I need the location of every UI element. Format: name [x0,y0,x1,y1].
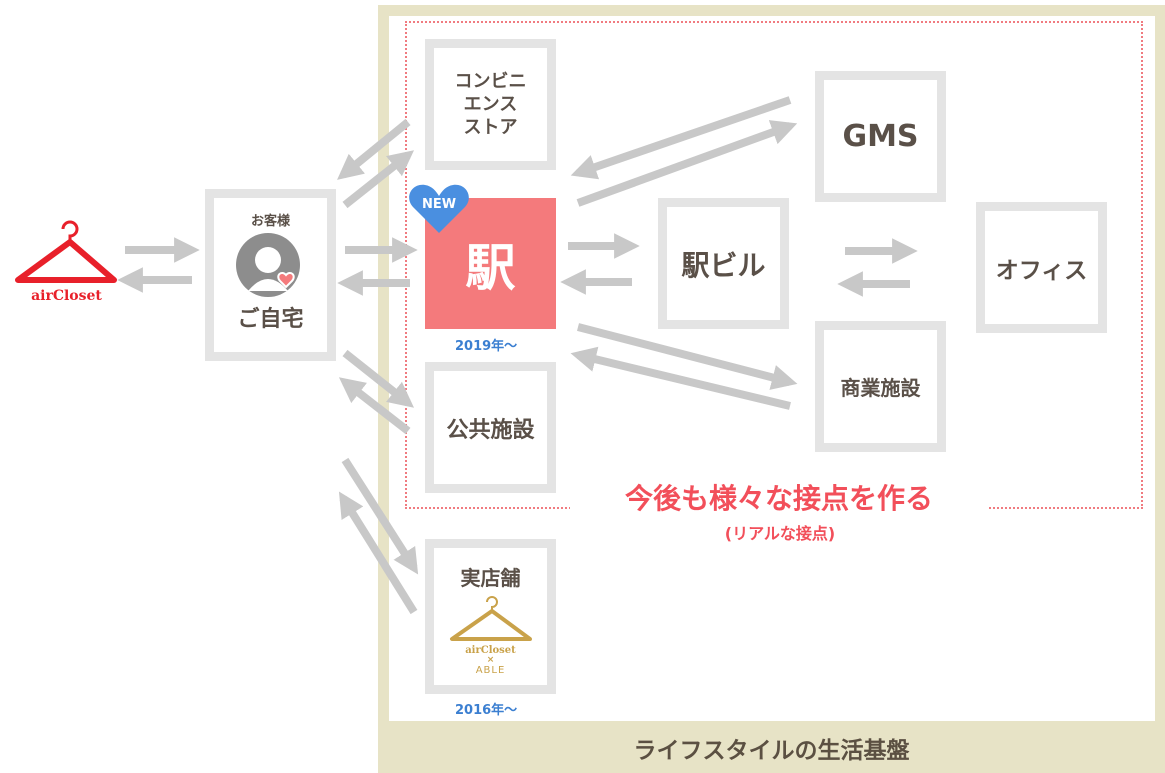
commercial-facility-label: 商業施設 [840,376,921,400]
tagline-sub: (リアルな接点) [724,524,836,543]
arrow-public-to-home [338,377,411,435]
physical-store-node: 実店舗 airCloset × ABLE [425,539,556,694]
arrow-station-to-commercial [576,323,798,390]
arrow-home-to-store [341,457,419,575]
public-facility-node: 公共施設 [425,362,556,493]
aircloset-logo: airCloset [14,220,119,305]
gms-node: GMS [815,71,946,202]
home-node: お客様 ご自宅 [205,189,336,361]
brand-name: airCloset [31,288,102,304]
hanger-icon [15,220,117,283]
arrow-store-to-home [338,491,418,615]
arrow-home-to-public [342,349,415,408]
gms-label: GMS [842,119,919,154]
new-badge-label: NEW [421,197,457,212]
arrow-commercial-to-station [570,346,791,410]
arrow-convenience-to-home [337,118,411,180]
arrow-home-to-convenience [342,150,415,209]
home-label: ご自宅 [237,307,304,332]
store-logo-line3: ABLE [475,665,506,676]
commercial-facility-node: 商業施設 [815,321,946,452]
office-node: オフィス [976,202,1107,333]
footer-label: ライフスタイルの生活基盤 [633,738,910,764]
store-year: 2016年〜 [455,703,518,718]
tagline: 今後も様々な接点を作る [570,478,988,520]
heart-badge-icon [409,184,469,233]
station-building-label: 駅ビル [681,248,766,282]
arrow-station-to-gms [576,120,798,207]
station-label: 駅 [465,238,516,297]
public-facility-label: 公共施設 [446,417,535,443]
new-badge: NEW [408,183,470,235]
station-year: 2019年〜 [455,339,518,354]
convenience-store-label: コンビニ エンス ストア [454,71,527,138]
station-building-node: 駅ビル [658,198,789,329]
gold-hanger-icon [449,596,532,641]
store-logo-line2: × [486,655,495,665]
store-logo-line1: airCloset [465,645,516,656]
office-label: オフィス [995,257,1088,284]
arrow-gms-to-station [570,96,792,180]
customer-avatar-icon [235,233,300,297]
physical-store-label: 実店舗 [460,566,521,590]
convenience-store-node: コンビニ エンス ストア [425,39,556,170]
customer-caption: お客様 [250,214,290,229]
